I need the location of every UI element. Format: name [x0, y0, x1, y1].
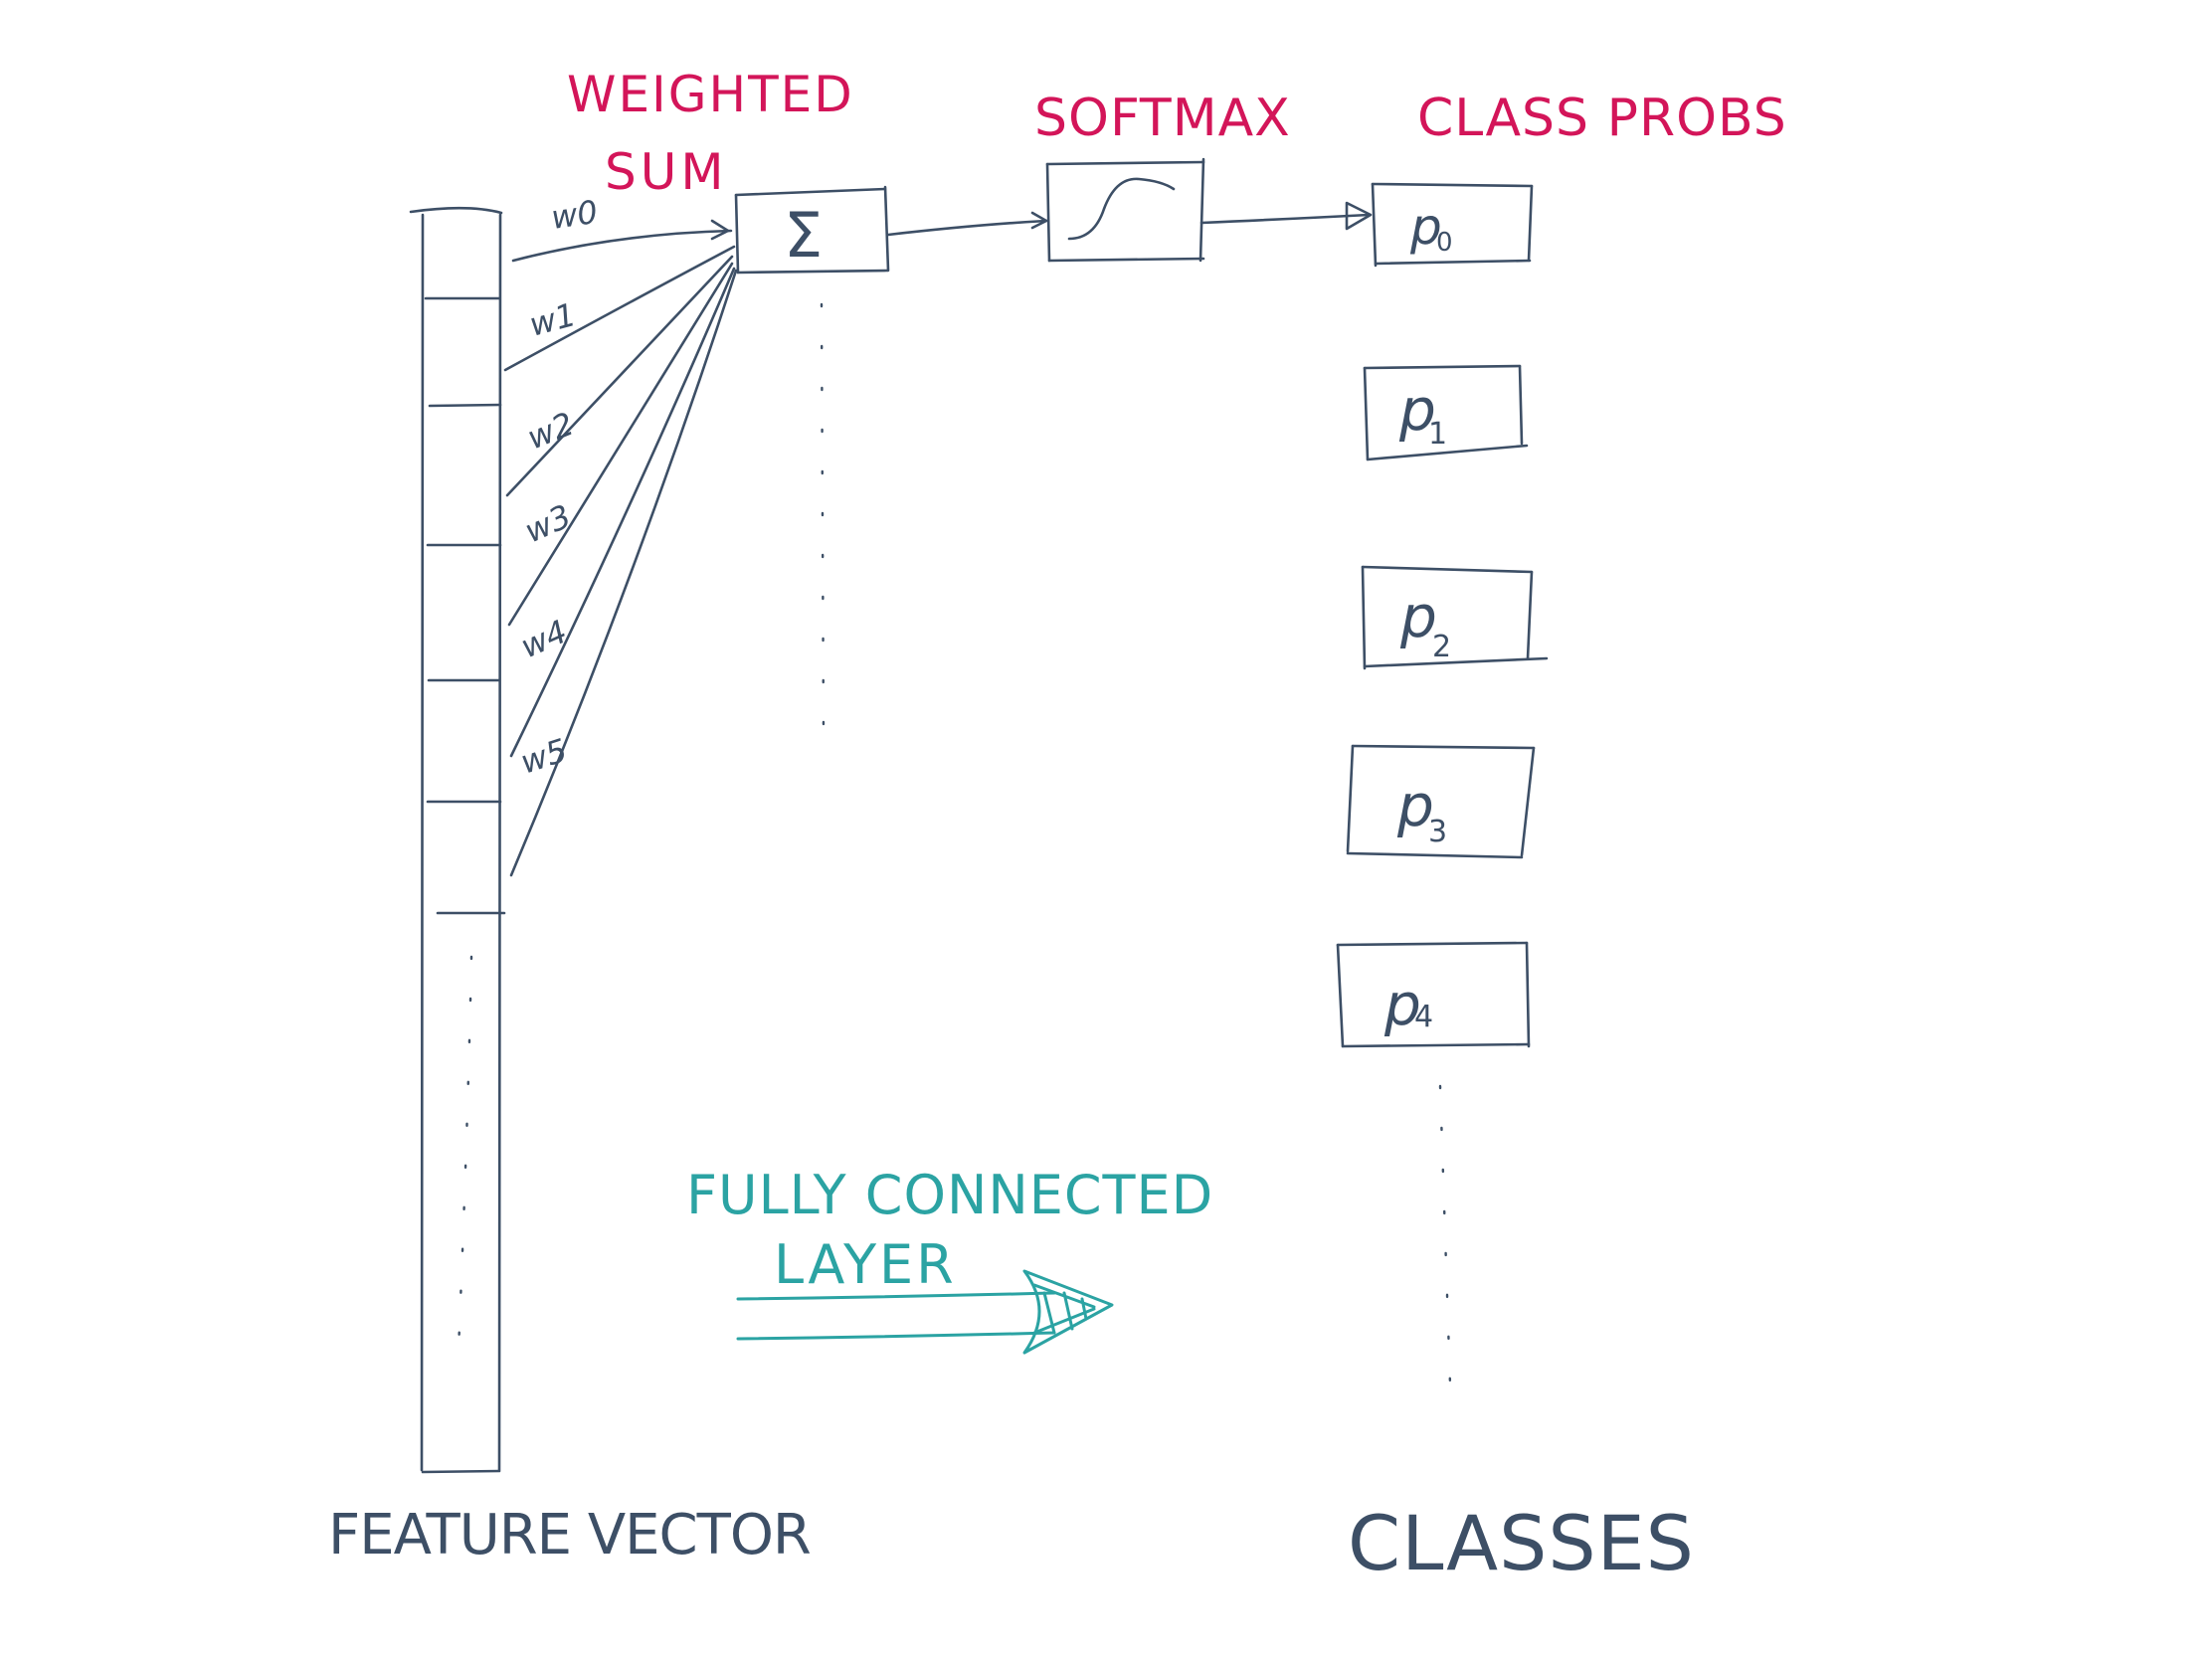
prob-label-base: p [1396, 772, 1434, 839]
weight-labels: w0 w1 w2 w3 w4 w5 [515, 193, 600, 782]
prob-label-sub: 1 [1428, 417, 1447, 452]
prob-label-sub: 3 [1428, 815, 1447, 849]
weight-label: w1 [525, 295, 580, 344]
fc-arrow-head [1022, 1269, 1114, 1355]
fully-connected-annotation: FULLY CONNECTED LAYER [686, 1164, 1213, 1355]
prob-box-p3: p 3 [1346, 744, 1536, 859]
softmax-node [1045, 157, 1205, 263]
weighted-sum-label-line1: WEIGHTED [567, 66, 854, 123]
feature-vector-column [409, 206, 506, 1474]
prob-box-p4: p 4 [1336, 941, 1531, 1048]
prob-label-sub: 4 [1414, 1000, 1433, 1034]
weight-label: w3 [519, 497, 577, 551]
prob-label-sub: 0 [1436, 228, 1453, 258]
weight-label: w4 [515, 613, 573, 666]
weight-connections [503, 219, 738, 877]
sum-symbol: Σ [784, 199, 823, 272]
weighted-sum-node: Σ [734, 185, 890, 738]
prob-box-p0: p 0 [1371, 182, 1534, 268]
prob-label-base: p [1409, 198, 1442, 256]
prob-label-base: p [1399, 583, 1437, 650]
sum-to-softmax-arrow [886, 211, 1048, 237]
weight-label: w2 [522, 405, 579, 458]
class-prob-boxes: p 0 p 1 p 2 p 3 [1336, 182, 1549, 1386]
fc-label-line1: FULLY CONNECTED [686, 1164, 1213, 1226]
weighted-sum-label-line2: SUM [605, 143, 727, 201]
sigmoid-curve [1067, 177, 1176, 241]
prob-label-sub: 2 [1432, 630, 1451, 664]
weight-label: w0 [549, 193, 600, 237]
softmax-label: SOFTMAX [1034, 89, 1291, 148]
prob-box-p2: p 2 [1361, 565, 1549, 670]
prob-box-p1: p 1 [1363, 364, 1529, 461]
class-probs-label: CLASS PROBS [1417, 89, 1787, 148]
softmax-to-probs-arrow [1199, 201, 1373, 231]
feature-vector-label: FEATURE VECTOR [328, 1503, 811, 1567]
classes-label: CLASSES [1348, 1499, 1695, 1587]
prob-label-base: p [1383, 971, 1421, 1038]
prob-label-base: p [1398, 376, 1436, 444]
fc-label-line2: LAYER [774, 1233, 957, 1296]
weight-label: w5 [516, 731, 572, 782]
